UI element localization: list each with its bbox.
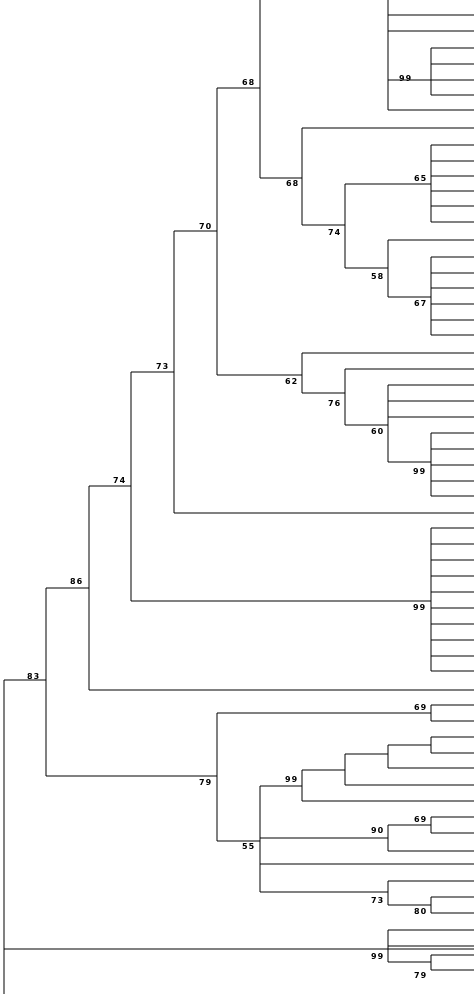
support-label: 99 [371,952,384,961]
support-label: 86 [70,577,83,586]
support-label: 99 [413,467,426,476]
support-label: 83 [27,672,40,681]
support-label: 67 [414,299,427,308]
support-label: 73 [156,362,169,371]
support-label: 73 [371,896,384,905]
support-label: 99 [413,603,426,612]
support-label: 74 [328,228,341,237]
support-label: 99 [399,74,412,83]
support-label: 69 [414,703,427,712]
support-label: 68 [286,179,299,188]
support-label: 90 [371,826,384,835]
support-label: 58 [371,272,384,281]
support-label: 70 [199,222,212,231]
tree-branches [3,0,474,994]
support-label: 60 [371,427,384,436]
support-label: 69 [414,815,427,824]
support-label: 80 [414,907,427,916]
support-label: 65 [414,174,427,183]
support-label: 55 [242,842,255,851]
support-label: 76 [328,399,341,408]
support-label: 62 [285,377,298,386]
support-labels: 68 99 68 65 70 74 58 67 73 62 76 60 99 7… [27,74,427,980]
support-label: 68 [242,78,255,87]
support-label: 74 [113,476,126,485]
support-label: 99 [285,775,298,784]
support-label: 79 [414,971,427,980]
support-label: 79 [199,778,212,787]
